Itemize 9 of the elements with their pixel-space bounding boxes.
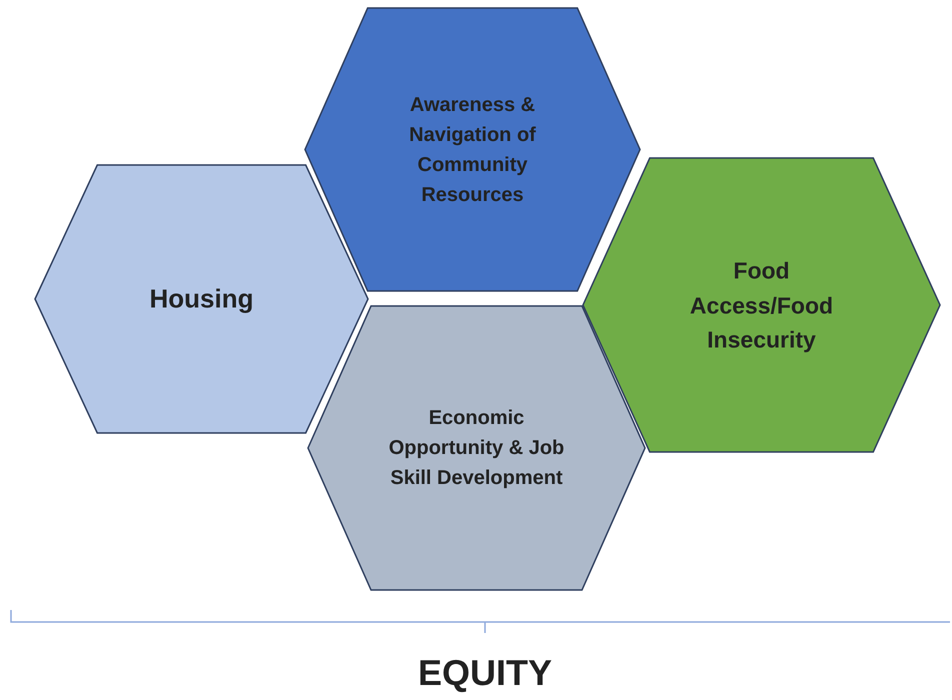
- hexagon-label: Awareness & Navigation of Community Resources: [408, 92, 537, 208]
- bracket-label: EQUITY: [416, 652, 553, 694]
- hexagon-label: Food Access/Food Insecurity: [688, 256, 834, 354]
- hexagon-label: Housing: [148, 282, 254, 316]
- hexagon: [35, 165, 368, 433]
- hexagon: [308, 306, 645, 590]
- hexagon-label: Economic Opportunity & Job Skill Development: [388, 406, 566, 491]
- hexagon: [305, 8, 640, 291]
- hexagon: [583, 158, 940, 452]
